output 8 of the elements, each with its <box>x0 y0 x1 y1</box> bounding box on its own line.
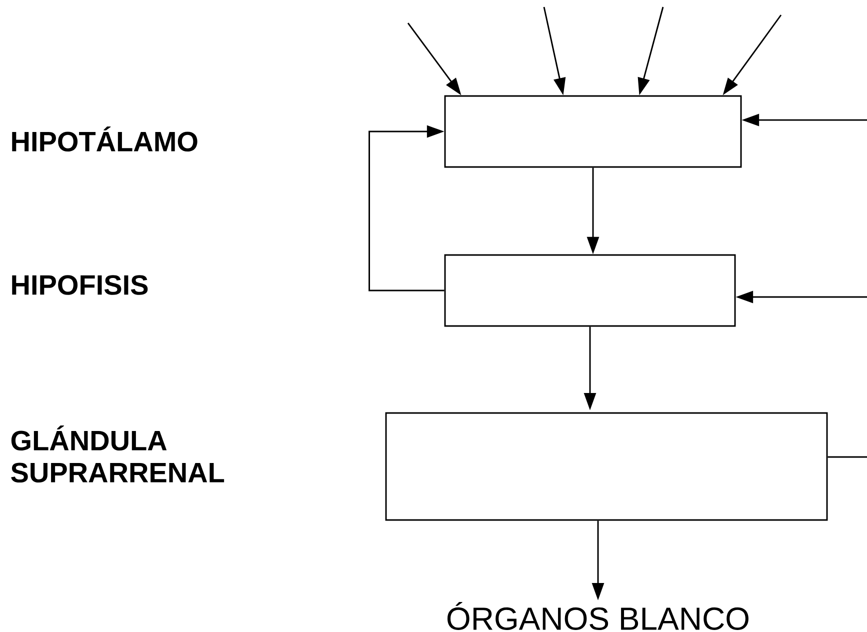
process-box <box>444 95 742 168</box>
organ-label: GLÁNDULA SUPRARRENAL <box>11 425 224 483</box>
organ-label: HIPOTÁLAMO <box>12 126 198 152</box>
target-label: ÓRGANOS BLANCO <box>447 602 748 630</box>
process-box <box>444 254 736 327</box>
organ-label: HIPOFISIS <box>12 275 148 295</box>
process-box <box>385 412 828 521</box>
arrow <box>368 125 444 292</box>
